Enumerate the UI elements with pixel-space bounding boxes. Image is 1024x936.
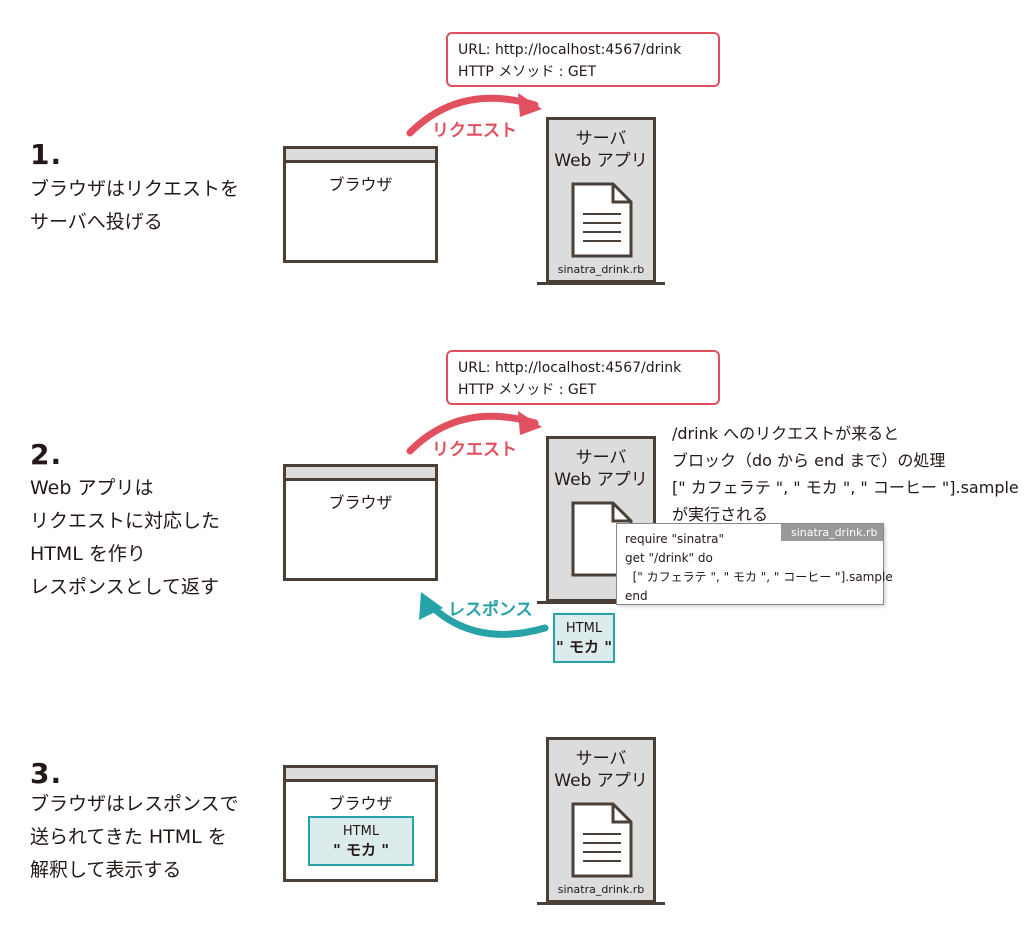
- server-base: [537, 601, 665, 604]
- code-line: get "/drink" do: [625, 551, 713, 565]
- server-3: サーバ Web アプリ sinatra_drink.rb: [546, 737, 656, 903]
- response-html-box: HTML " モカ ": [553, 613, 615, 663]
- browser-label: ブラウザ: [328, 794, 393, 813]
- code-line: [" カフェラテ ", " モカ ", " コーヒー "].sample: [625, 570, 893, 584]
- description-line: [" カフェラテ ", " モカ ", " コーヒー "].sample: [672, 478, 1019, 497]
- file-icon: [571, 802, 633, 878]
- server-base: [537, 902, 665, 905]
- server-line1: サーバ: [575, 749, 627, 769]
- server-line1: サーバ: [575, 129, 627, 149]
- response-label: レスポンス: [448, 600, 533, 620]
- request-arrow-2: [406, 411, 542, 455]
- server-filename: sinatra_drink.rb: [557, 883, 645, 896]
- browser-titlebar: [286, 149, 435, 163]
- server-line2: Web アプリ: [554, 151, 648, 171]
- step-1-line: サーバへ投げる: [30, 211, 163, 233]
- url-line: URL: http://localhost:4567/drink: [458, 42, 682, 58]
- request-label-1: リクエスト: [432, 121, 517, 141]
- description-line: /drink へのリクエストが来ると: [672, 424, 900, 443]
- step-2-text: Web アプリは リクエストに対応した HTML を作り レスポンスとして返す: [30, 472, 220, 604]
- server-filename: sinatra_drink.rb: [557, 263, 645, 276]
- browser-titlebar: [286, 467, 435, 481]
- server-base: [537, 282, 665, 285]
- step-2-line: レスポンスとして返す: [30, 576, 220, 598]
- rendered-html-box: HTML " モカ ": [308, 816, 414, 866]
- code-box: sinatra_drink.rb require "sinatra" get "/…: [616, 523, 893, 605]
- html-content: " モカ ": [555, 638, 613, 656]
- request-arrow-1: [406, 93, 542, 137]
- server-1: サーバ Web アプリ sinatra_drink.rb: [546, 117, 656, 283]
- code-filename: sinatra_drink.rb: [781, 524, 883, 541]
- method-line: HTTP メソッド : GET: [458, 382, 597, 398]
- browser-window-1: ブラウザ: [283, 146, 438, 263]
- response-arrow: [419, 592, 549, 638]
- description-line: ブロック（do から end まで）の処理: [672, 451, 946, 470]
- step-1-text: ブラウザはリクエストを サーバへ投げる: [30, 173, 239, 239]
- request-label-2: リクエスト: [432, 440, 517, 460]
- html-title: HTML: [565, 621, 603, 636]
- server-line2: Web アプリ: [554, 771, 648, 791]
- step-3-line: 解釈して表示する: [30, 859, 182, 881]
- description-line: が実行される: [672, 505, 769, 524]
- server-title: サーバ Web アプリ: [549, 748, 653, 792]
- browser-label: ブラウザ: [328, 493, 393, 512]
- code-line: require "sinatra": [625, 532, 725, 546]
- url-line: URL: http://localhost:4567/drink: [458, 360, 682, 376]
- browser-window-3: ブラウザ HTML " モカ ": [283, 765, 438, 882]
- step-3-text: ブラウザはレスポンスで 送られてきた HTML を 解釈して表示する: [30, 788, 239, 887]
- method-line: HTTP メソッド : GET: [458, 64, 597, 80]
- step-2-line: リクエストに対応した: [30, 510, 221, 532]
- request-url-box-1: URL: http://localhost:4567/drink HTTP メソ…: [446, 32, 720, 87]
- step-1-number: 1.: [30, 138, 63, 171]
- file-icon: [571, 182, 633, 258]
- request-url-box-2: URL: http://localhost:4567/drink HTTP メソ…: [446, 350, 720, 405]
- step-3-line: ブラウザはレスポンスで: [30, 793, 239, 815]
- browser-titlebar: [286, 768, 435, 782]
- server-title: サーバ Web アプリ: [549, 128, 653, 172]
- code-content: require "sinatra" get "/drink" do [" カフェラ…: [617, 524, 893, 612]
- html-content: " モカ ": [332, 841, 390, 859]
- step-3-line: 送られてきた HTML を: [30, 826, 227, 848]
- html-title: HTML: [342, 824, 380, 839]
- server-2: サーバ Web アプリ: [546, 436, 656, 602]
- step-2-line: Web アプリは: [30, 477, 154, 499]
- code-line: end: [625, 589, 648, 603]
- server-line2: Web アプリ: [554, 470, 648, 490]
- step-2-line: HTML を作り: [30, 543, 146, 565]
- server-line1: サーバ: [575, 448, 627, 468]
- server-title: サーバ Web アプリ: [549, 447, 653, 491]
- step-1-line: ブラウザはリクエストを: [30, 178, 240, 200]
- step-3-number: 3.: [30, 757, 63, 790]
- browser-window-2: ブラウザ: [283, 464, 438, 581]
- process-description: /drink へのリクエストが来ると ブロック（do から end まで）の処理…: [672, 420, 1019, 528]
- browser-label: ブラウザ: [328, 175, 393, 194]
- step-2-number: 2.: [30, 438, 63, 471]
